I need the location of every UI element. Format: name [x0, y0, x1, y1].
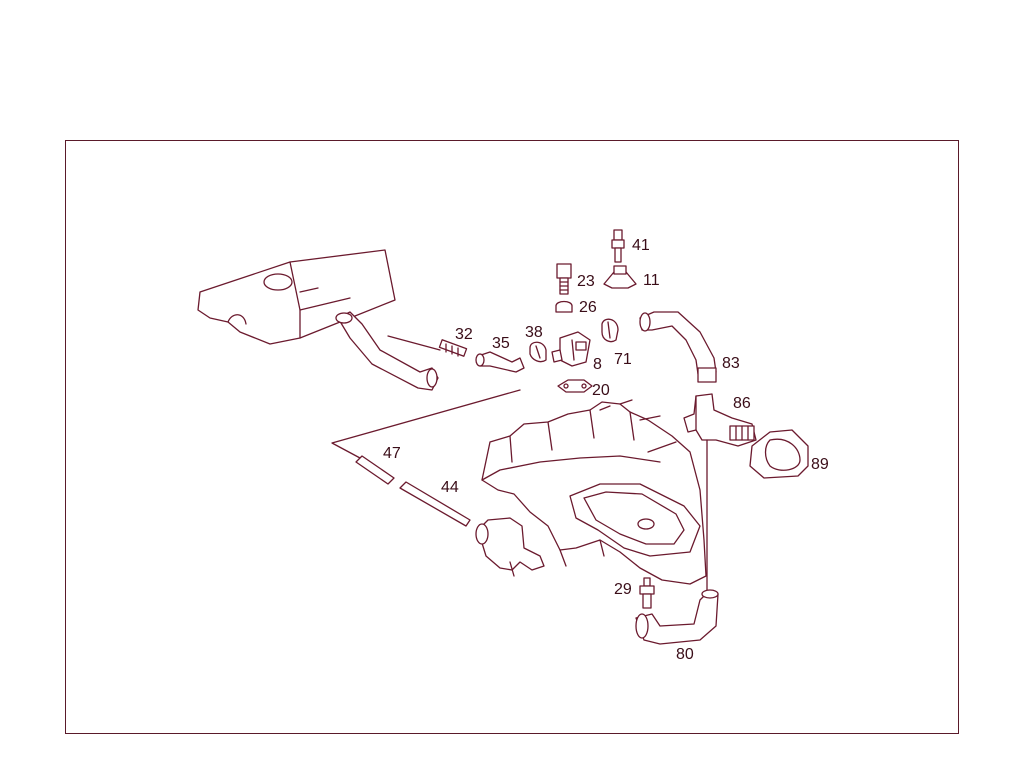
- part-47-pipe: [355, 455, 395, 485]
- part-89-boot: [749, 429, 809, 479]
- part-41-bolt: [611, 229, 625, 263]
- callout-89: 89: [811, 456, 829, 473]
- callout-44: 44: [441, 479, 459, 496]
- callout-labels: 41 23 11 26 32 35 38 8 71 83 20 86 89 47…: [383, 237, 829, 663]
- callout-29: 29: [614, 581, 632, 598]
- cylinder-head-cover: [197, 249, 396, 345]
- part-44-pipe: [399, 481, 471, 527]
- callout-26: 26: [579, 299, 597, 316]
- breather-hose: [335, 311, 439, 391]
- part-23-screw: [556, 263, 572, 295]
- callout-20: 20: [592, 382, 610, 399]
- part-83-hose: [639, 311, 717, 383]
- part-80-hose: [635, 589, 719, 645]
- grouping-lines: [331, 335, 521, 459]
- part-8-valve: [551, 331, 591, 367]
- intake-manifold: [481, 399, 707, 585]
- callout-41: 41: [632, 237, 650, 254]
- callout-71: 71: [614, 351, 632, 368]
- callout-38: 38: [525, 324, 543, 341]
- callout-23: 23: [577, 273, 595, 290]
- part-29-bolt: [639, 577, 655, 609]
- callout-47: 47: [383, 445, 401, 462]
- callout-35: 35: [492, 335, 510, 352]
- callout-80: 80: [676, 646, 694, 663]
- part-35-hose: [475, 351, 525, 373]
- callout-32: 32: [455, 326, 473, 343]
- part-32-nipple: [438, 339, 468, 357]
- callout-83: 83: [722, 355, 740, 372]
- callout-11: 11: [643, 272, 660, 289]
- callout-8: 8: [593, 356, 602, 373]
- part-26-washer: [555, 300, 573, 313]
- part-38-clamp: [529, 341, 547, 363]
- vacuum-unit: [475, 517, 545, 577]
- diagram-frame: [65, 140, 959, 734]
- part-11-flange: [603, 265, 637, 289]
- part-86-valve: [683, 393, 757, 447]
- part-20-gasket: [557, 379, 593, 393]
- part-71-clamp: [601, 318, 619, 343]
- callout-86: 86: [733, 395, 751, 412]
